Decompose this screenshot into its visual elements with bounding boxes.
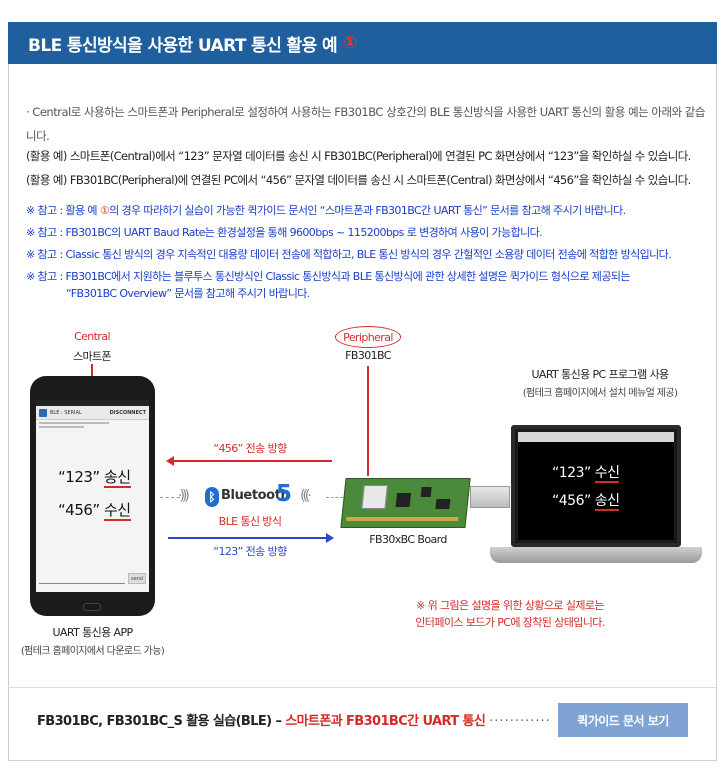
- pc-recv-word: 수신: [594, 465, 620, 483]
- practice-prefix: FB301BC, FB301BC_S 활용 실습(BLE) –: [37, 714, 286, 729]
- pc-send-word: 송신: [594, 493, 620, 511]
- pc-send-text: “456” 송신: [552, 490, 620, 511]
- app-sub-label: (펌테크 홈페이지에서 다운로드 가능): [20, 646, 165, 657]
- note-1-mark: ①: [99, 204, 110, 217]
- intro-text: · Central로 사용하는 스마트폰과 Peripheral로 설정하여 사…: [26, 105, 705, 143]
- board-pin-header: [346, 517, 459, 521]
- practice-highlight: 스마트폰과 FB301BC간 UART 통신: [285, 714, 486, 729]
- pc-program-sub-label: (펌테크 홈페이지에서 설치 메뉴얼 제공): [522, 388, 678, 399]
- usb-connector: [470, 486, 510, 508]
- phone-message-input[interactable]: [39, 575, 125, 584]
- caption-line-1: ※ 위 그림은 설명을 위한 상황으로 실제로는: [416, 599, 604, 612]
- pc-recv-text: “123” 수신: [552, 462, 620, 483]
- phone-send-text: “123” 송신: [58, 466, 131, 488]
- right-dashed-line: [326, 497, 348, 498]
- peripheral-label: Peripheral: [343, 331, 393, 344]
- disconnect-button[interactable]: DISCONNECT: [109, 409, 146, 416]
- laptop-screen: [511, 425, 681, 547]
- pc-program-label: UART 통신용 PC 프로그램 사용: [531, 368, 669, 381]
- bluetooth-icon: ᛒ: [205, 487, 219, 507]
- fb301bc-label: FB301BC: [345, 349, 391, 362]
- quick-guide-button[interactable]: 퀵가이드 문서 보기: [558, 703, 688, 737]
- phone-app-bar: BLE : SERIAL DISCONNECT: [36, 406, 149, 420]
- section-title: BLE 통신방식을 사용한 UART 통신 활용 예: [28, 35, 338, 56]
- phone-screen: BLE : SERIAL DISCONNECT send: [36, 400, 149, 592]
- content-frame: [8, 64, 717, 761]
- smartphone-label: 스마트폰: [72, 350, 112, 363]
- terminal-toolbar: [518, 432, 674, 442]
- note-1-prefix: ※ 참고 : 활용 예: [26, 204, 100, 217]
- phone-recv-word: 수신: [103, 501, 131, 521]
- bluetooth-version: 5: [276, 481, 293, 507]
- peripheral-pointer: [367, 366, 369, 476]
- leader-dots: ············: [489, 714, 551, 729]
- bottom-divider: [8, 687, 717, 688]
- board-chip-2: [420, 487, 432, 497]
- phone-home-button: [83, 603, 101, 611]
- left-dashed-line: [160, 497, 180, 498]
- app-icon: [39, 408, 47, 417]
- left-signal-waves: ·))): [178, 488, 190, 504]
- central-pointer: [91, 364, 93, 384]
- phone-send-button[interactable]: send: [128, 573, 146, 584]
- tx123-label: “123” 전송 방향: [213, 545, 287, 558]
- note-3: ※ 참고 : Classic 통신 방식의 경우 지속적인 대용량 데이터 전송…: [26, 248, 672, 261]
- example-1: (활용 예) 스마트폰(Central)에서 “123” 문자열 데이터를 송신…: [26, 149, 691, 163]
- caption-line-2: 인터페이스 보드가 PC에 장착된 상태입니다.: [415, 616, 605, 629]
- tx456-arrow: [166, 456, 332, 466]
- phone-app-title: BLE : SERIAL: [50, 409, 82, 416]
- app-label: UART 통신용 APP: [52, 626, 133, 639]
- ble-method-label: BLE 통신 방식: [218, 515, 282, 528]
- section-header: BLE 통신방식을 사용한 UART 통신 활용 예 ①: [8, 22, 717, 64]
- note-2: ※ 참고 : FB301BC의 UART Baud Rate는 환경설정을 통해…: [26, 226, 543, 239]
- phone-send-quote: “123”: [58, 468, 100, 486]
- example-2: (활용 예) FB301BC(Peripheral)에 연결된 PC에서 “45…: [26, 173, 691, 187]
- tx123-arrow: [168, 533, 334, 543]
- board-chip-1: [395, 493, 412, 507]
- central-label: Central: [74, 330, 110, 343]
- note-1: ※ 참고 : 활용 예 ①의 경우 따라하기 실습이 가능한 퀵가이드 문서인 …: [26, 202, 716, 218]
- note-1-rest: 의 경우 따라하기 실습이 가능한 퀵가이드 문서인 “스마트폰과 FB301B…: [109, 204, 626, 217]
- pc-recv-quote: “123”: [552, 465, 591, 481]
- board-label: FB30xBC Board: [369, 533, 447, 546]
- pc-send-quote: “456”: [552, 493, 591, 509]
- phone-recv-text: “456” 수신: [58, 499, 131, 521]
- phone-send-word: 송신: [103, 468, 131, 488]
- section-number-mark: ①: [343, 33, 358, 53]
- terminal-window: [518, 432, 674, 540]
- peripheral-highlight: [335, 326, 401, 348]
- phone-log-area: [36, 420, 149, 430]
- practice-link-text: FB301BC, FB301BC_S 활용 실습(BLE) – 스마트폰과 FB…: [37, 710, 551, 729]
- phone-status-bar: [36, 400, 149, 406]
- tx456-label: “456” 전송 방향: [213, 442, 287, 455]
- ble-module: [361, 485, 388, 509]
- right-signal-waves: (((·: [300, 488, 312, 504]
- board-chip-3: [435, 499, 451, 509]
- note-4-cont: “FB301BC Overview” 문서를 참고해 주시기 바랍니다.: [66, 287, 310, 300]
- smartphone-illustration: BLE : SERIAL DISCONNECT send: [30, 376, 155, 616]
- fb30xbc-board: [340, 478, 471, 528]
- bluetooth-wordmark: Bluetooth: [221, 488, 290, 503]
- phone-recv-quote: “456”: [58, 501, 100, 519]
- note-4: ※ 참고 : FB301BC에서 지원하는 블루투스 통신방식인 Classic…: [26, 270, 630, 283]
- laptop-base: [490, 547, 702, 563]
